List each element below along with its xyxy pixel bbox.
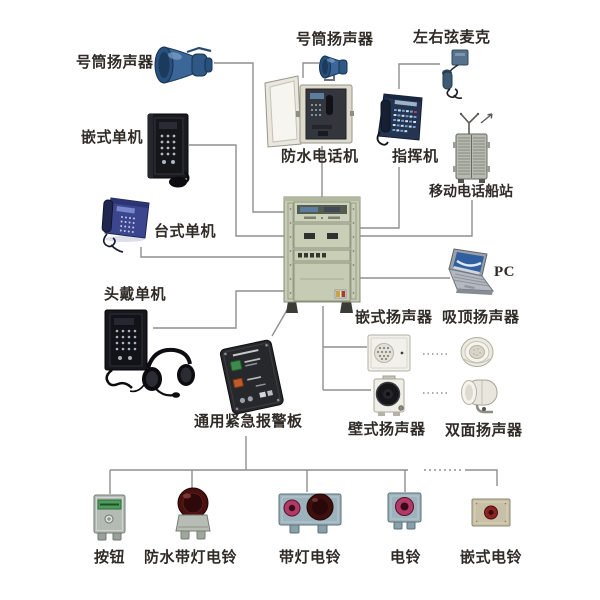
label-alarm-panel: 通用紧急报警板	[194, 414, 303, 430]
label-ceiling-speaker: 吸顶扬声器	[442, 310, 520, 326]
ceiling-speaker-image	[460, 337, 494, 367]
push-button-image	[93, 494, 126, 541]
double-sided-speaker-image	[461, 379, 498, 414]
line-bus-flush-bell	[465, 469, 498, 486]
line-mic-to-command-phone	[398, 63, 440, 89]
horn-speaker-top-image	[319, 55, 348, 81]
label-pc: PC	[494, 264, 515, 280]
line-desk-phone-to-cabinet	[140, 247, 284, 258]
label-mobile-ship-station: 移动电话船站	[429, 185, 513, 200]
label-wall-speaker: 壁式扬声器	[348, 422, 426, 438]
label-electric-bell: 电铃	[390, 550, 422, 566]
label-desk-phone: 台式单机	[154, 224, 217, 240]
flush-mount-phone-image	[147, 113, 190, 188]
mobile-ship-station-image	[453, 112, 493, 183]
line-command-phone-to-cabinet	[360, 167, 400, 229]
headset-unit-image	[104, 309, 195, 398]
central-cabinet-image	[283, 196, 361, 313]
label-waterproof-light-bell: 防水带灯电铃	[144, 550, 238, 566]
line-cabinet-to-alarm-panel	[271, 309, 288, 337]
label-flush-bell: 嵌式电铃	[460, 550, 523, 566]
label-gunwale-mic: 左右弦麦克	[413, 30, 491, 46]
label-command-phone: 指挥机	[392, 149, 439, 165]
line-horn-left-to-cabinet	[214, 62, 284, 213]
line-flush-phone-to-cabinet	[189, 144, 284, 237]
command-phone-image	[376, 93, 423, 146]
horn-speaker-left-image	[154, 46, 213, 84]
line-horn-top-to-waterproof-phone	[302, 62, 319, 78]
label-flush-speaker: 嵌式扬声器	[355, 310, 433, 326]
label-double-sided-speaker: 双面扬声器	[445, 423, 523, 439]
label-horn-speaker-left: 号筒扬声器	[76, 55, 154, 71]
pc-laptop-image	[448, 248, 495, 295]
wall-speaker-image	[373, 375, 405, 416]
light-bell-image	[278, 493, 342, 534]
waterproof-light-bell-image	[175, 487, 211, 540]
flush-speaker-image	[367, 334, 411, 372]
label-flush-mount-phone: 嵌式单机	[81, 130, 144, 146]
line-headset-to-cabinet	[153, 290, 284, 329]
label-horn-speaker-top: 号筒扬声器	[296, 32, 374, 48]
alarm-panel-image	[219, 339, 284, 415]
label-waterproof-phone: 防水电话机	[281, 149, 359, 165]
flush-bell-image	[471, 498, 511, 527]
waterproof-phone-image	[264, 75, 354, 148]
desk-phone-image	[101, 197, 150, 253]
label-push-button: 按钮	[94, 550, 126, 566]
label-light-bell: 带灯电铃	[279, 550, 342, 566]
electric-bell-image	[387, 492, 422, 530]
gunwale-mic-image	[442, 49, 469, 99]
label-headset-unit: 头戴单机	[104, 287, 167, 303]
line-mobile-station-to-cabinet	[360, 200, 473, 237]
